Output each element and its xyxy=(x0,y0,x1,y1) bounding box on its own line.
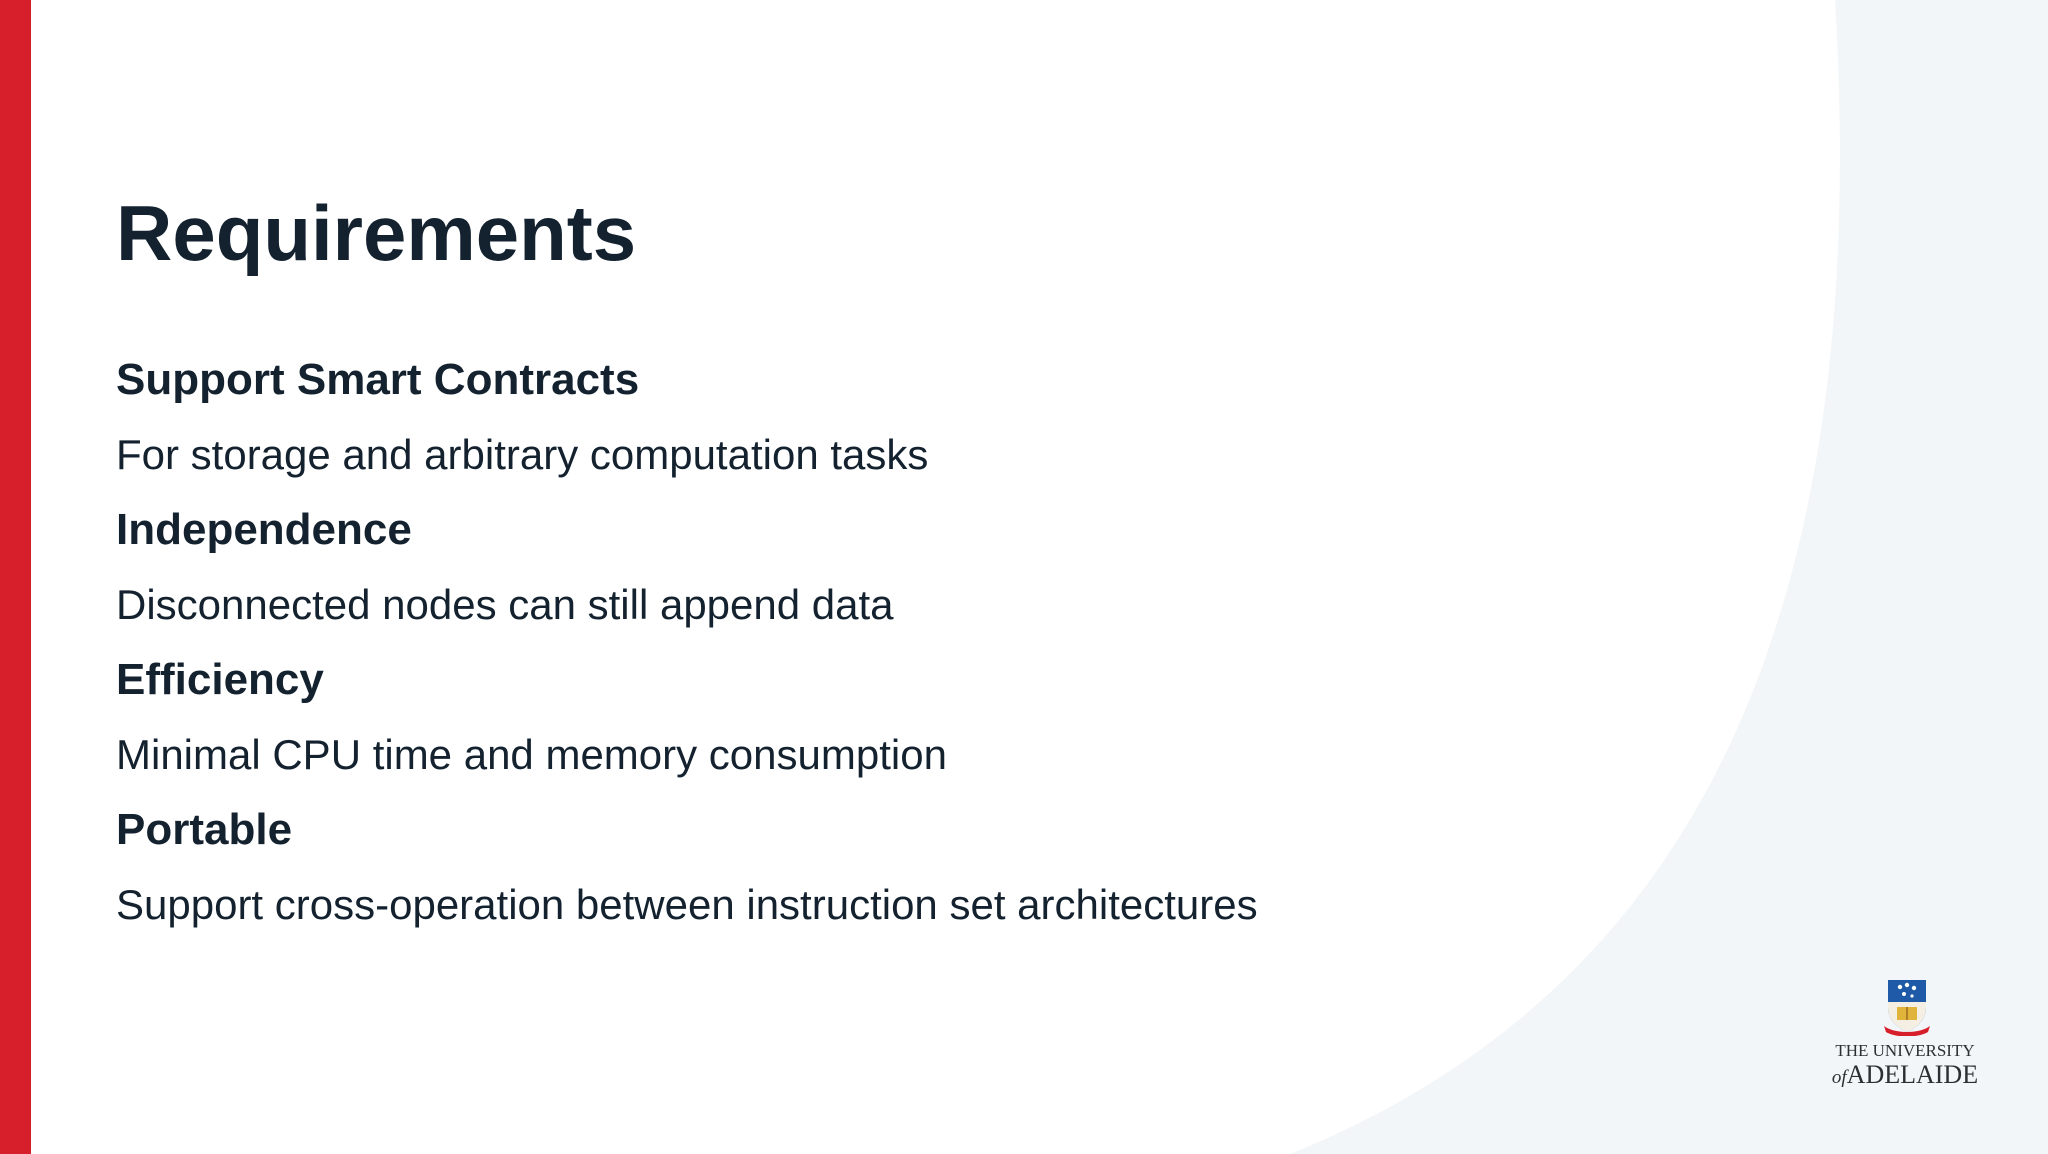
item-heading: Portable xyxy=(116,805,293,854)
list-item: Support Smart Contracts For storage and … xyxy=(116,350,1616,485)
university-logo: THE UNIVERSITY ofADELAIDE xyxy=(1830,975,1980,1090)
logo-line-university: THE UNIVERSITY xyxy=(1835,1041,1975,1060)
item-text: For storage and arbitrary computation ta… xyxy=(116,431,929,478)
item-heading: Support Smart Contracts xyxy=(116,355,640,404)
logo-line-adelaide: ofADELAIDE xyxy=(1830,1060,1980,1090)
list-item: Portable Support cross-operation between… xyxy=(116,800,1616,935)
slide-title: Requirements xyxy=(116,189,637,277)
logo-of: of xyxy=(1831,1067,1847,1088)
item-text: Minimal CPU time and memory consumption xyxy=(116,731,947,778)
logo-adelaide: ADELAIDE xyxy=(1846,1060,1979,1089)
item-text: Support cross-operation between instruct… xyxy=(116,881,1258,928)
requirements-list: Support Smart Contracts For storage and … xyxy=(116,350,1616,950)
item-heading: Independence xyxy=(116,505,412,554)
accent-bar xyxy=(0,0,31,1154)
university-crest-icon xyxy=(1884,980,1930,1036)
item-heading: Efficiency xyxy=(116,655,324,704)
list-item: Efficiency Minimal CPU time and memory c… xyxy=(116,650,1616,785)
list-item: Independence Disconnected nodes can stil… xyxy=(116,500,1616,635)
item-text: Disconnected nodes can still append data xyxy=(116,581,894,628)
